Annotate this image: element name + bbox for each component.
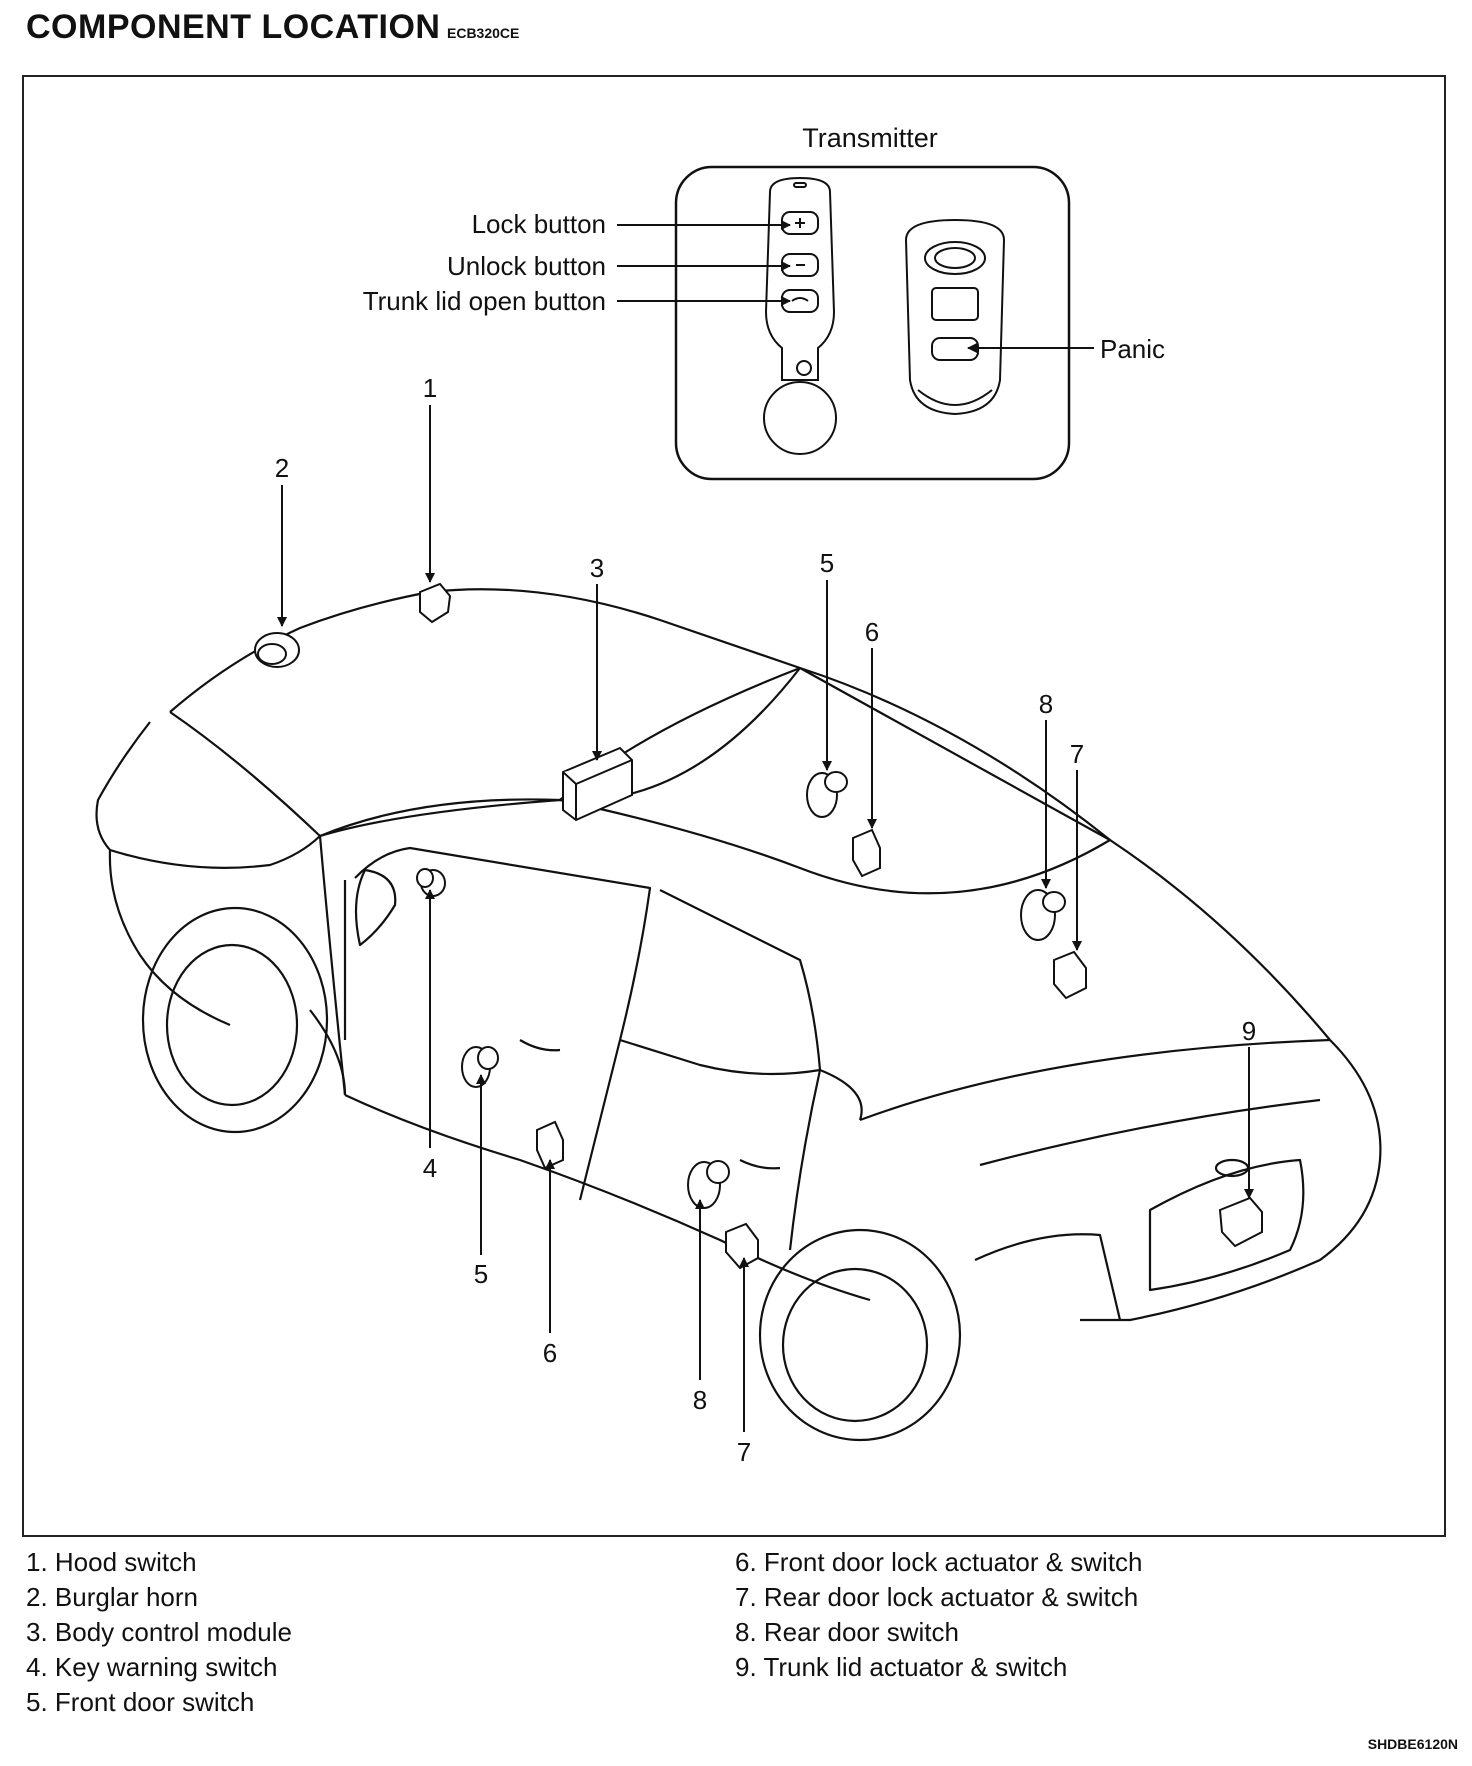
bcm-edges: [562, 759, 633, 820]
rear-door-switch-lower-cap: [706, 1160, 730, 1184]
legend-item: 3. Body control module: [26, 1617, 292, 1647]
key-fob-back: [904, 218, 1006, 416]
page-title: COMPONENT LOCATION: [26, 8, 441, 46]
burglar-horn-inner: [257, 643, 287, 665]
callout-9: 9: [1242, 1016, 1256, 1046]
callout-6-upper: 6: [865, 617, 879, 647]
callout-7-upper: 7: [1070, 739, 1084, 769]
front-door-actuator-upper: [852, 828, 881, 878]
callout-3: 3: [590, 553, 604, 583]
callout-5-upper: 5: [820, 548, 834, 578]
legend-item: 1. Hood switch: [26, 1547, 197, 1577]
panic-label: Panic: [1100, 334, 1165, 364]
lock-button-label: Lock button: [472, 209, 606, 239]
figure-code: SHDBE6120N: [1367, 1736, 1458, 1752]
front-door-switch-upper-cap: [824, 771, 848, 793]
hood-switch-marker: [419, 582, 452, 624]
transmitter-group: Transmitter Lock button Unlock button: [363, 123, 1165, 481]
key-warning-switch-cap: [416, 868, 434, 888]
car-drawing: [95, 588, 1382, 1442]
section-code: ECB320CE: [447, 25, 520, 41]
transmitter-title: Transmitter: [802, 123, 938, 153]
trunk-actuator-marker: [1218, 1196, 1263, 1248]
legend-item: 6. Front door lock actuator & switch: [735, 1547, 1143, 1577]
callout-numbers: 1 2 3 5 6 8 7 9 4 5 6 8 7: [275, 373, 1256, 1467]
callout-4: 4: [423, 1153, 437, 1183]
legend-item: 4. Key warning switch: [26, 1652, 278, 1682]
legend-item: 9. Trunk lid actuator & switch: [735, 1652, 1068, 1682]
callout-6-lower: 6: [543, 1338, 557, 1368]
key-fob-front: [763, 176, 837, 455]
callout-1: 1: [423, 373, 437, 403]
legend-item: 7. Rear door lock actuator & switch: [735, 1582, 1139, 1612]
callouts: [277, 405, 1254, 1432]
legend-left: 1. Hood switch 2. Burglar horn 3. Body c…: [26, 1545, 292, 1720]
front-door-actuator-lower: [536, 1120, 564, 1170]
rear-door-actuator-lower: [725, 1222, 759, 1270]
diagram-frame: [22, 75, 1446, 1537]
rear-door-actuator-upper: [1053, 950, 1087, 1000]
callout-2: 2: [275, 453, 289, 483]
trunk-button-label: Trunk lid open button: [363, 286, 606, 316]
legend-item: 2. Burglar horn: [26, 1582, 198, 1612]
callout-7-lower: 7: [737, 1437, 751, 1467]
callout-8-upper: 8: [1039, 689, 1053, 719]
legend-right: 6. Front door lock actuator & switch 7. …: [735, 1545, 1143, 1685]
front-door-switch-lower-cap: [477, 1046, 499, 1070]
rear-door-switch-upper-cap: [1042, 891, 1066, 913]
component-markers: [254, 582, 1263, 1270]
legend-item: 8. Rear door switch: [735, 1617, 959, 1647]
unlock-button-label: Unlock button: [447, 251, 606, 281]
legend-item: 5. Front door switch: [26, 1687, 255, 1717]
callout-8-lower: 8: [693, 1385, 707, 1415]
callout-5-lower: 5: [474, 1259, 488, 1289]
transmitter-box: [674, 165, 1071, 481]
